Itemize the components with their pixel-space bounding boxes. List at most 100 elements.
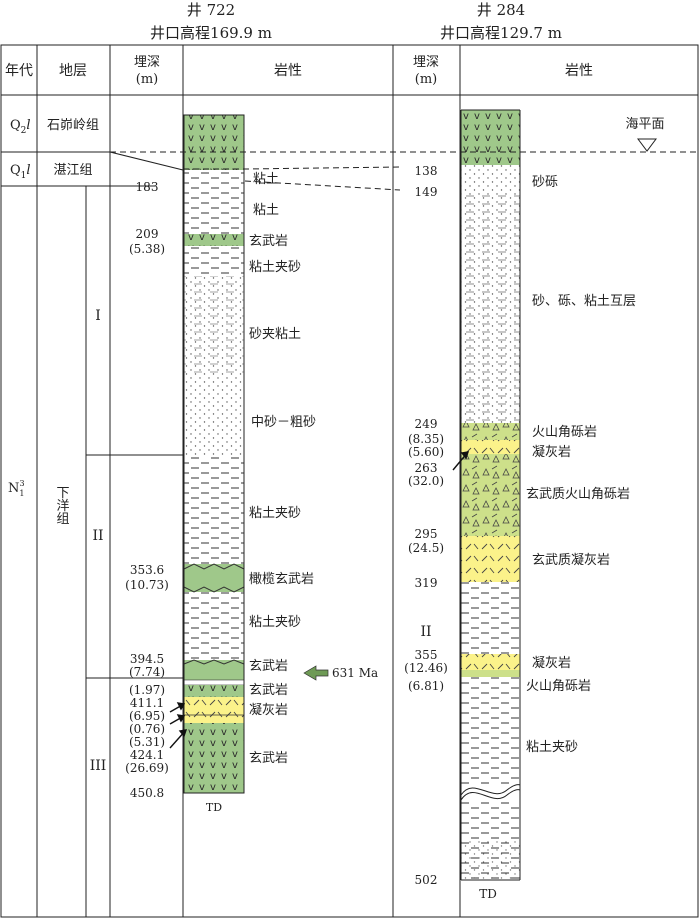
well722-column — [183, 114, 245, 794]
well722-title: 井 722 — [187, 1, 235, 19]
w722-depth-label-9: (6.95) — [129, 709, 165, 723]
w284-depth-label-8: (24.5) — [408, 541, 444, 555]
w722-depth-label-2: (5.38) — [129, 242, 165, 256]
w722-clay-1 — [184, 170, 244, 234]
well284-lith-labels: 砂砾砂、砾、粘土互层火山角砾岩凝灰岩玄武质火山角砾岩玄武质凝灰岩凝灰岩火山角砾岩… — [526, 175, 636, 755]
well284-elevation: 井口高程129.7 m — [440, 24, 562, 42]
q2-formation-name: 石峁岭组 — [47, 118, 99, 133]
w284-depth-label-5: 263 — [415, 461, 438, 475]
well722-depth-labels: 183 209(5.38) 353.6(10.73) 394.5(7.74) (1.97… — [125, 180, 169, 800]
unit-III-label: III — [90, 758, 107, 774]
w722-depth-label-12: 424.1 — [130, 748, 164, 762]
col-depth-b: 埋深 — [413, 55, 439, 70]
w722-basalt-3 — [184, 660, 244, 680]
w284-lith-label-0: 砂砾 — [532, 175, 558, 190]
w722-lith-label-12: 玄武岩 — [249, 751, 288, 766]
col-depth-a-unit: (m) — [136, 72, 158, 87]
n-formation-name: 下洋组 — [54, 486, 70, 525]
well284-depth-labels: 138 149 249(8.35)(5.60) 263(32.0) 295(24.5) 3… — [404, 164, 448, 887]
well284-column — [460, 109, 521, 881]
w284-lith-label-7: 火山角砾岩 — [526, 679, 591, 694]
w722-lith-label-1: 粘土 — [253, 203, 279, 218]
well284-title: 井 284 — [477, 1, 525, 19]
w284-depth-label-6: (32.0) — [408, 474, 444, 488]
w284-lith-label-8: 粘土夹砂 — [526, 740, 578, 755]
w284-lith-label-4: 玄武质火山角砾岩 — [526, 487, 630, 502]
col-lith-b: 岩性 — [565, 63, 593, 79]
w722-depth-label-3: 353.6 — [130, 563, 164, 577]
w722-clay-sand-2 — [184, 456, 244, 564]
w284-breccia-2 — [461, 670, 520, 677]
w722-lith-label-0: 粘土 — [253, 172, 279, 187]
unit-II-label: II — [92, 528, 103, 544]
age-arrow-icon — [303, 665, 329, 681]
w284-depth-label-12: (6.81) — [408, 679, 444, 693]
w722-lith-label-3: 粘土夹砂 — [249, 260, 301, 275]
w722-depth-label-1: 209 — [136, 227, 159, 241]
w722-lith-label-4: 砂夹粘土 — [249, 327, 301, 342]
w284-depth-label-2: 249 — [415, 417, 438, 431]
w284-depth-label-4: (5.60) — [408, 445, 444, 459]
w284-depth-label-13: 502 — [415, 873, 438, 887]
w722-depth-label-10: (0.76) — [129, 722, 165, 736]
w284-lith-label-3: 凝灰岩 — [532, 444, 571, 460]
unit-I-label: I — [95, 308, 101, 324]
w722-depth-label-14: 450.8 — [130, 786, 164, 800]
w722-lith-label-10: 玄武岩 — [249, 683, 288, 698]
n-symbol: N13 — [8, 479, 25, 498]
sea-level-label: 海平面 — [625, 117, 664, 132]
sample-arrows — [169, 451, 470, 749]
w722-clay-sand-3 — [184, 592, 244, 660]
w722-lith-label-7: 橄榄玄武岩 — [249, 571, 314, 587]
well722-td: TD — [206, 801, 222, 814]
col-depth-b-unit: (m) — [415, 72, 437, 87]
w722-depth-label-0: 183 — [136, 180, 159, 194]
w722-depth-label-8: 411.1 — [130, 696, 164, 710]
w284-clay-sand — [461, 677, 520, 785]
w284-lith-label-5: 玄武质凝灰岩 — [532, 552, 610, 568]
age-label: 631 Ma — [332, 666, 378, 680]
q1-formation-name: 湛江组 — [53, 163, 92, 178]
w284-depth-label-0: 138 — [415, 164, 438, 178]
well722-lith-labels: 粘土粘土玄武岩粘土夹砂砂夹粘土中砂－粗砂粘土夹砂橄榄玄武岩粘土夹砂玄武岩玄武岩凝… — [249, 172, 316, 766]
table-grid — [0, 44, 699, 918]
w722-depth-label-11: (5.31) — [129, 735, 165, 749]
w722-lith-label-8: 粘土夹砂 — [249, 615, 301, 630]
w284-depth-label-1: 149 — [415, 185, 438, 199]
w284-depth-label-10: 355 — [415, 648, 438, 662]
w722-lith-label-5: 中砂－粗砂 — [251, 415, 316, 430]
w284-gravel — [461, 165, 520, 191]
q1-symbol: Q1l — [10, 163, 31, 181]
w722-depth-label-5: 394.5 — [130, 652, 164, 666]
w722-sand — [184, 376, 244, 456]
col-lith-a: 岩性 — [274, 63, 302, 79]
w284-depth-label-9: 319 — [415, 576, 438, 590]
w284-lith-label-2: 火山角砾岩 — [532, 425, 597, 440]
col-strata: 地层 — [59, 63, 87, 79]
w284-lith-label-6: 凝灰岩 — [532, 655, 571, 671]
correlation-line-138 — [183, 166, 401, 170]
w722-lith-label-11: 凝灰岩 — [249, 702, 288, 718]
well722-elevation: 井口高程169.9 m — [150, 24, 272, 42]
w722-depth-label-13: (26.69) — [125, 761, 169, 775]
sea-level-triangle-icon — [637, 138, 657, 152]
w722-olivine-basalt — [184, 564, 244, 592]
q2-symbol: Q2l — [10, 118, 31, 136]
well284-td: TD — [479, 887, 497, 901]
w284-depth-label-7: 295 — [415, 527, 438, 541]
w722-depth-label-4: (10.73) — [125, 578, 169, 592]
w722-depth-label-7: (1.97) — [129, 683, 165, 697]
w722-lith-label-2: 玄武岩 — [249, 234, 288, 249]
w722-lith-label-9: 玄武岩 — [249, 659, 288, 674]
w722-lith-label-6: 粘土夹砂 — [249, 506, 301, 521]
w722-clay-sand — [184, 246, 244, 276]
well284-unit-II: II — [420, 624, 431, 640]
correlation-line-183 — [244, 180, 401, 191]
w722-depth-label-6: (7.74) — [129, 665, 165, 679]
col-era: 年代 — [5, 63, 33, 79]
w284-clay-1 — [461, 582, 520, 654]
w284-depth-label-11: (12.46) — [404, 661, 448, 675]
w284-lith-label-1: 砂、砾、粘土互层 — [532, 294, 636, 309]
w284-depth-label-3: (8.35) — [408, 432, 444, 446]
